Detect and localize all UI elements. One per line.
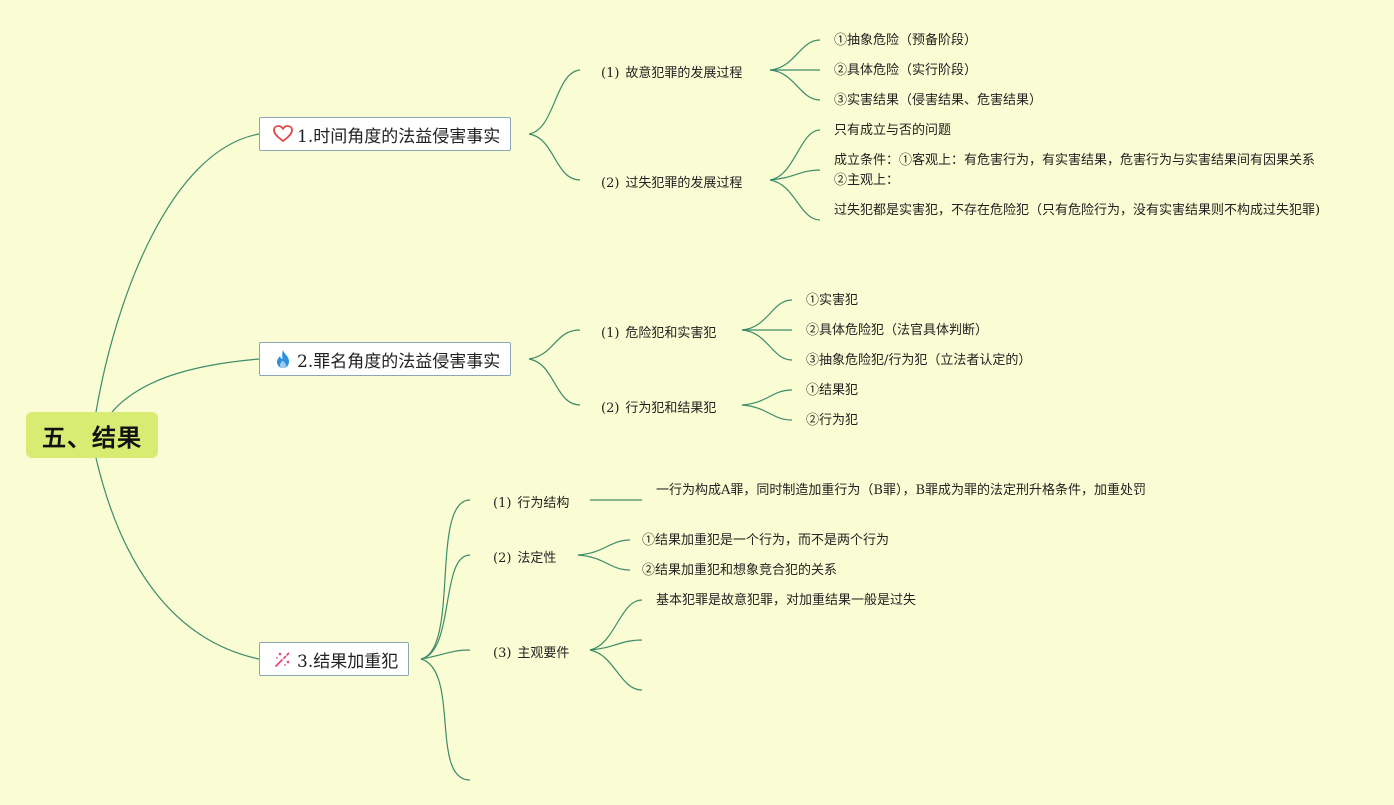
sub-legal-nature[interactable]: (2) 法定性: [493, 547, 556, 566]
sub-label: 行为犯和结果犯: [625, 401, 717, 416]
sub-number: (1): [601, 66, 620, 81]
topic-label: 2.罪名角度的法益侵害事实: [297, 351, 501, 372]
sub-label: 主观要件: [517, 646, 570, 661]
sub-label: 故意犯罪的发展过程: [625, 66, 743, 81]
heart-icon: [272, 124, 294, 144]
root-node[interactable]: 五、结果: [26, 412, 158, 458]
sub-intentional-crime-process[interactable]: (1) 故意犯罪的发展过程: [601, 62, 742, 81]
sub-label: 过失犯罪的发展过程: [625, 176, 743, 191]
topic-aggravated-result-crime[interactable]: 3.结果加重犯: [259, 642, 410, 676]
sub-label: 法定性: [517, 551, 557, 566]
leaf-conduct-crime[interactable]: ②行为犯: [806, 413, 859, 428]
sub-number: (2): [493, 551, 512, 566]
sub-label: 行为结构: [517, 496, 570, 511]
leaf-harm-crime[interactable]: ①实害犯: [806, 293, 859, 308]
leaf-establishment-conditions[interactable]: 成立条件：①客观上：有危害行为，有实害结果，危害行为与实害结果间有因果关系 ②主…: [834, 153, 1316, 188]
leaf-one-act-aggravation[interactable]: 一行为构成A罪，同时制造加重行为（B罪），B罪成为罪的法定刑升格条件，加重处罚: [656, 483, 1146, 498]
leaf-concrete-danger[interactable]: ②具体危险（实行阶段）: [834, 63, 978, 78]
leaf-basic-intent-aggravated-negligence[interactable]: 基本犯罪是故意犯罪，对加重结果一般是过失: [656, 593, 917, 608]
topic-label: 3.结果加重犯: [297, 651, 399, 672]
leaf-abstract-danger-crime[interactable]: ③抽象危险犯/行为犯（立法者认定的）: [806, 353, 1032, 368]
leaf-concrete-danger-crime[interactable]: ②具体危险犯（法官具体判断）: [806, 323, 989, 338]
leaf-only-established-or-not[interactable]: 只有成立与否的问题: [834, 123, 952, 138]
topic-time-perspective[interactable]: 1.时间角度的法益侵害事实: [259, 117, 512, 151]
root-label: 五、结果: [42, 423, 142, 452]
topic-label: 1.时间角度的法益侵害事实: [297, 126, 501, 147]
sub-danger-and-harm-crimes[interactable]: (1) 危险犯和实害犯: [601, 322, 716, 341]
sub-number: (1): [493, 496, 512, 511]
sub-number: (2): [601, 401, 620, 416]
leaf-relation-to-imaginary-concurrence[interactable]: ②结果加重犯和想象竞合犯的关系: [642, 563, 838, 578]
sub-negligent-crime-process[interactable]: (2) 过失犯罪的发展过程: [601, 172, 742, 191]
leaf-negligent-are-harm-crimes[interactable]: 过失犯都是实害犯，不存在危险犯（只有危险行为，没有实害结果则不构成过失犯罪): [834, 203, 1321, 218]
sub-subjective-elements[interactable]: (3) 主观要件: [493, 642, 569, 661]
leaf-abstract-danger[interactable]: ①抽象危险（预备阶段）: [834, 33, 978, 48]
topic-charge-perspective[interactable]: 2.罪名角度的法益侵害事实: [259, 342, 512, 376]
sub-conduct-structure[interactable]: (1) 行为结构: [493, 492, 569, 511]
sparkle-icon: [272, 649, 294, 669]
sub-number: (2): [601, 176, 620, 191]
sub-conduct-and-result-crimes[interactable]: (2) 行为犯和结果犯: [601, 397, 716, 416]
leaf-one-act-not-two[interactable]: ①结果加重犯是一个行为，而不是两个行为: [642, 533, 890, 548]
sub-number: (1): [601, 326, 620, 341]
fire-icon: [272, 349, 294, 369]
sub-label: 危险犯和实害犯: [625, 326, 717, 341]
leaf-actual-harm[interactable]: ③实害结果（侵害结果、危害结果）: [834, 93, 1043, 108]
leaf-result-crime[interactable]: ①结果犯: [806, 383, 859, 398]
sub-number: (3): [493, 646, 512, 661]
